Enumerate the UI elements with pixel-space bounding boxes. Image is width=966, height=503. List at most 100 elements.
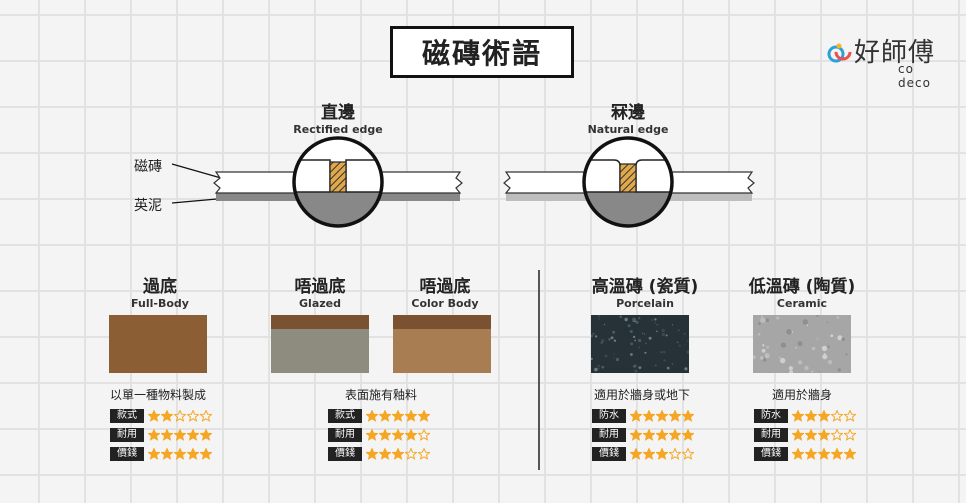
star-empty-icon xyxy=(418,429,430,441)
tile-layer-label: 磁磚 xyxy=(134,159,162,175)
star-filled-icon xyxy=(366,410,378,422)
star-empty-icon xyxy=(831,429,843,441)
rating-row: 款式 xyxy=(110,408,213,424)
natural-edge-heading: 冧邊 Natural edge xyxy=(578,98,678,136)
porcelain-heading: 高溫磚 (瓷質) Porcelain xyxy=(575,272,715,310)
porcelain-swatch xyxy=(591,315,689,373)
rectified-edge-title: 直邊 xyxy=(321,103,355,123)
star-filled-icon xyxy=(818,448,830,460)
star-filled-icon xyxy=(379,448,391,460)
ceramic-ratings: 防水耐用價錢 xyxy=(754,408,857,465)
star-empty-icon xyxy=(831,410,843,422)
rating-row: 耐用 xyxy=(754,427,857,443)
glazed-caption: 表面施有釉料 xyxy=(344,388,417,402)
rating-row: 防水 xyxy=(592,408,695,424)
star-filled-icon xyxy=(366,448,378,460)
ceramic-title: 低溫磚 (陶質) xyxy=(748,277,856,297)
ceramic-heading: 低溫磚 (陶質) Ceramic xyxy=(732,272,872,310)
star-filled-icon xyxy=(656,448,668,460)
star-filled-icon xyxy=(844,448,856,460)
color-body-subtitle: Color Body xyxy=(411,297,479,310)
color-body-swatch-top-layer xyxy=(393,315,491,329)
color-body-title: 唔過底 xyxy=(419,277,471,297)
star-empty-icon xyxy=(200,410,212,422)
full-body-ratings: 款式耐用價錢 xyxy=(110,408,213,465)
star-filled-icon xyxy=(805,429,817,441)
rating-row: 防水 xyxy=(754,408,857,424)
star-filled-icon xyxy=(656,429,668,441)
logo-text-en: co deco xyxy=(898,62,931,90)
page-title: 磁磚術語 xyxy=(390,26,574,78)
glazed-ratings: 款式耐用價錢 xyxy=(328,408,431,465)
rating-label: 款式 xyxy=(110,409,144,423)
rectified-edge-subtitle: Rectified edge xyxy=(293,123,383,136)
rating-row: 價錢 xyxy=(754,446,857,462)
star-filled-icon xyxy=(379,429,391,441)
logo-mark-icon xyxy=(827,43,852,63)
star-filled-icon xyxy=(187,429,199,441)
star-filled-icon xyxy=(379,410,391,422)
glazed-title: 唔過底 xyxy=(294,277,346,297)
star-empty-icon xyxy=(844,429,856,441)
full-body-heading: 過底 Full-Body xyxy=(105,272,215,310)
star-filled-icon xyxy=(656,410,668,422)
star-filled-icon xyxy=(630,429,642,441)
star-filled-icon xyxy=(831,448,843,460)
glazed-subtitle: Glazed xyxy=(299,297,341,310)
porcelain-ratings: 防水耐用價錢 xyxy=(592,408,695,465)
star-empty-icon xyxy=(418,448,430,460)
rating-label: 價錢 xyxy=(328,447,362,461)
color-body-swatch xyxy=(393,315,491,373)
full-body-subtitle: Full-Body xyxy=(131,297,189,310)
natural-edge-title: 冧邊 xyxy=(611,103,645,123)
star-filled-icon xyxy=(643,448,655,460)
glazed-swatch-top-layer xyxy=(271,315,369,329)
star-filled-icon xyxy=(818,410,830,422)
star-empty-icon xyxy=(405,448,417,460)
star-filled-icon xyxy=(148,448,160,460)
star-filled-icon xyxy=(630,410,642,422)
ceramic-swatch xyxy=(753,315,851,373)
star-empty-icon xyxy=(174,410,186,422)
star-filled-icon xyxy=(792,429,804,441)
star-filled-icon xyxy=(418,410,430,422)
star-filled-icon xyxy=(200,448,212,460)
glazed-heading: 唔過底 Glazed xyxy=(265,272,375,310)
star-empty-icon xyxy=(669,448,681,460)
rating-label: 價錢 xyxy=(592,447,626,461)
porcelain-caption: 適用於牆身或地下 xyxy=(593,388,690,402)
edge-diagram xyxy=(171,136,755,228)
brand-logo: 好師傅 co deco xyxy=(820,34,940,90)
rating-label: 耐用 xyxy=(592,428,626,442)
ceramic-caption: 適用於牆身 xyxy=(771,388,832,402)
star-filled-icon xyxy=(682,410,694,422)
rating-label: 耐用 xyxy=(328,428,362,442)
full-body-title: 過底 xyxy=(143,277,177,297)
star-filled-icon xyxy=(161,429,173,441)
rectified-edge-heading: 直邊 Rectified edge xyxy=(288,98,388,136)
star-filled-icon xyxy=(805,410,817,422)
porcelain-subtitle: Porcelain xyxy=(616,297,674,310)
star-filled-icon xyxy=(405,410,417,422)
tile-leader-line xyxy=(171,163,229,181)
mortar-layer-label: 英泥 xyxy=(134,198,162,214)
star-filled-icon xyxy=(669,429,681,441)
star-filled-icon xyxy=(392,448,404,460)
star-filled-icon xyxy=(161,448,173,460)
logo-text-zh: 好師傅 xyxy=(854,38,936,68)
star-filled-icon xyxy=(818,429,830,441)
glazed-swatch xyxy=(271,315,369,373)
rating-row: 耐用 xyxy=(592,427,695,443)
natural-edge-diagram xyxy=(503,136,755,228)
star-filled-icon xyxy=(392,429,404,441)
rating-row: 耐用 xyxy=(110,427,213,443)
star-empty-icon xyxy=(682,448,694,460)
rating-row: 價錢 xyxy=(328,446,431,462)
rating-row: 價錢 xyxy=(592,446,695,462)
star-filled-icon xyxy=(174,448,186,460)
star-filled-icon xyxy=(200,429,212,441)
star-filled-icon xyxy=(669,410,681,422)
rating-row: 耐用 xyxy=(328,427,431,443)
rating-label: 價錢 xyxy=(754,447,788,461)
color-body-heading: 唔過底 Color Body xyxy=(390,272,500,310)
